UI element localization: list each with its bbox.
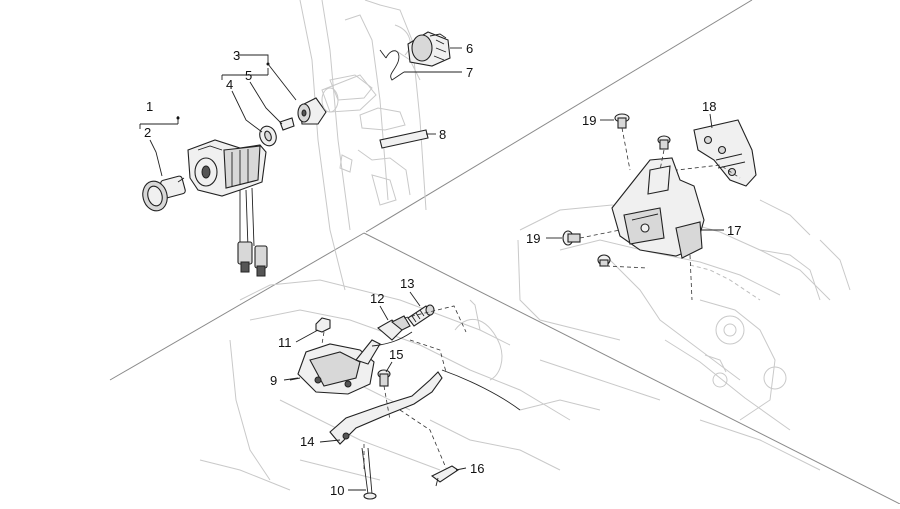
ghost-cylinder (321, 74, 377, 113)
callout-2: 2 (144, 125, 151, 140)
part-spring-hook (379, 49, 405, 81)
callout-1: 1 (146, 99, 153, 114)
callout-11: 11 (278, 335, 292, 350)
part-screw-lower (597, 254, 611, 267)
callout-9: 9 (270, 373, 277, 388)
callout-3: 3 (233, 48, 240, 63)
part-screw-19-upper (614, 113, 630, 129)
part-rubber-strip (379, 129, 429, 149)
part-seat-lock-barrel (297, 97, 327, 125)
part-lock-wiring-harness (237, 187, 268, 277)
part-seat-lock-actuator (289, 339, 381, 395)
callout-8: 8 (439, 127, 446, 142)
callout-labels: 1 2 3 4 5 6 7 8 9 10 11 12 13 14 15 16 1… (144, 41, 741, 498)
callout-19-lower: 19 (526, 231, 540, 246)
part-cable-adjuster (407, 304, 435, 327)
part-pin-clip (279, 117, 295, 131)
part-lock-cylinder-cap (142, 175, 186, 212)
part-screw-upper-right (657, 135, 671, 150)
part-cable-connector (377, 315, 411, 341)
section-divider-bottom (109, 232, 365, 381)
callout-14: 14 (300, 434, 314, 449)
callout-leaders (139, 47, 724, 491)
part-ignition-lock-body (187, 139, 267, 197)
ghost-frame-right (517, 199, 851, 471)
callout-17: 17 (727, 223, 741, 238)
callout-10: 10 (330, 483, 344, 498)
callout-13: 13 (400, 276, 414, 291)
callout-15: 15 (389, 347, 403, 362)
part-support-bracket (329, 371, 443, 445)
part-latch-bracket (611, 157, 705, 259)
section-divider-top (365, 0, 753, 233)
part-screw-19-lower (562, 230, 581, 246)
ghost-frame-lower (199, 279, 601, 491)
assembly-dashed-lines-lower (321, 305, 467, 470)
cable-lower (371, 331, 521, 411)
assembly-dashed-lines-right (579, 127, 693, 301)
section-divider-right (363, 232, 900, 505)
part-washer (259, 125, 277, 147)
part-screw-15 (377, 369, 391, 387)
ghost-frame-upper (299, 0, 427, 291)
part-cable-clip (430, 465, 459, 487)
part-latch-plate (659, 119, 757, 187)
part-long-bolt (361, 447, 377, 500)
callout-6: 6 (466, 41, 473, 56)
part-nut (315, 317, 331, 333)
callout-16: 16 (470, 461, 484, 476)
callout-4: 4 (226, 77, 233, 92)
callout-12: 12 (370, 291, 384, 306)
callout-5: 5 (245, 68, 252, 83)
callout-7: 7 (466, 65, 473, 80)
callout-19-upper: 19 (582, 113, 596, 128)
part-lock-cap (407, 31, 451, 67)
callout-18: 18 (702, 99, 716, 114)
